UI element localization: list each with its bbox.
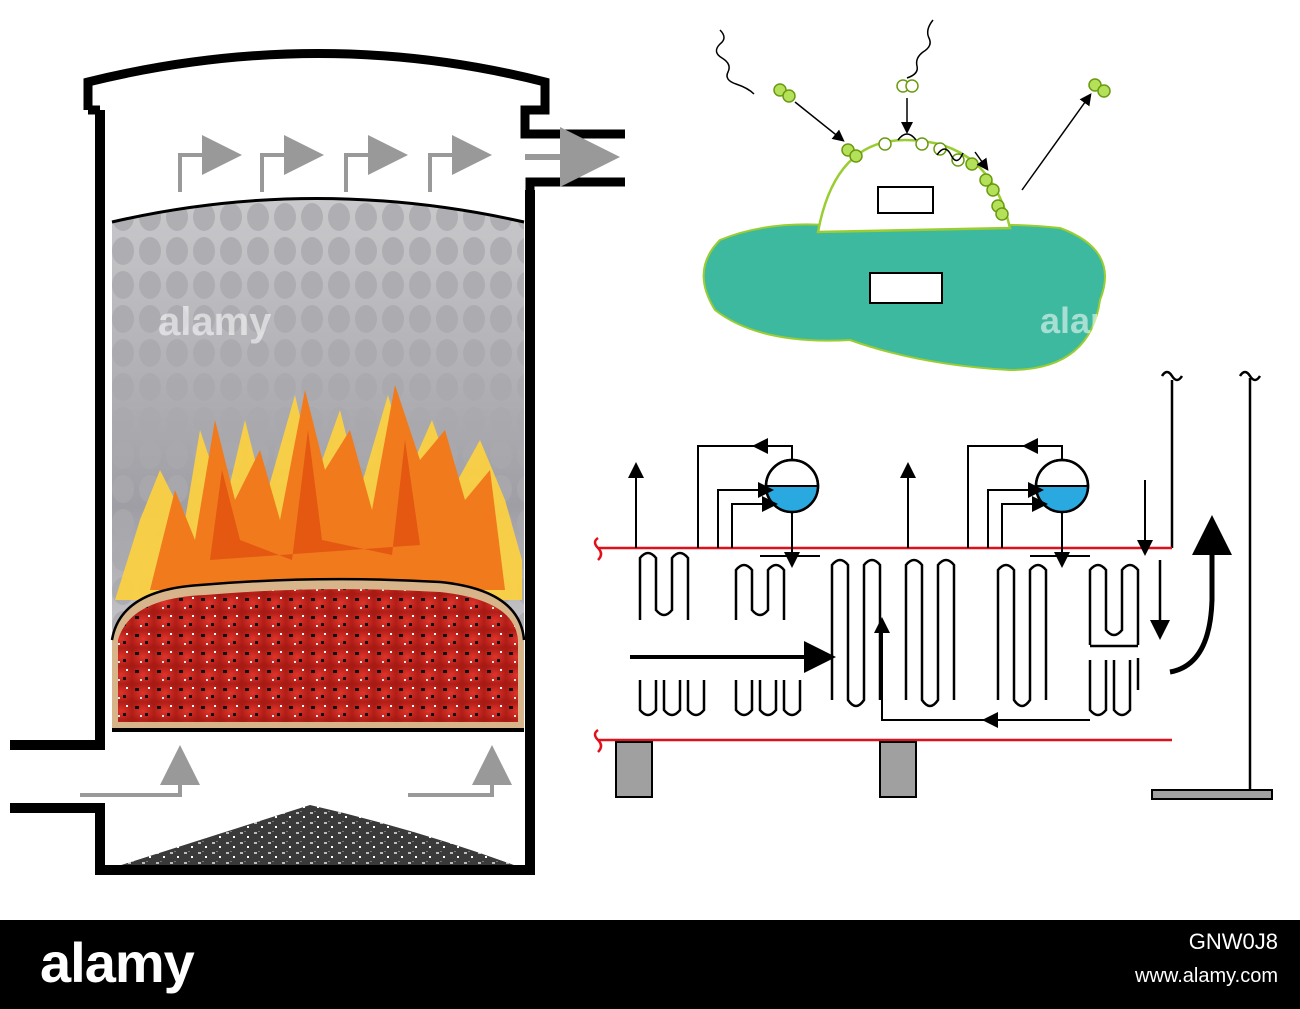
support-label-box (869, 272, 943, 304)
flame-icon (115, 385, 522, 600)
tube-banks (638, 551, 1170, 717)
image-id: GNW0J8 (1188, 929, 1278, 954)
stack-base (1151, 789, 1273, 800)
diagram-canvas (10, 19, 1273, 875)
watermark-footer: alamy GNW0J8 www.alamy.com (0, 920, 1300, 1009)
catalyst-diagram (702, 19, 1111, 372)
ash-heap (112, 805, 522, 868)
brand-logo: alamy (40, 931, 195, 994)
boiler-diagram (593, 370, 1273, 800)
gas-flow-arrows (80, 127, 620, 797)
watermark-text: alamy (158, 300, 272, 344)
site-url: www.alamy.com (1135, 965, 1278, 987)
watermark-text: alamy (1040, 300, 1143, 341)
molecule-icon (773, 78, 1111, 221)
particle-label-box (877, 186, 934, 214)
support-legs (615, 741, 917, 798)
furnace-vessel (10, 49, 625, 875)
steam-drum-icon (764, 458, 1090, 514)
image-credit: GNW0J8 www.alamy.com (1135, 925, 1278, 993)
